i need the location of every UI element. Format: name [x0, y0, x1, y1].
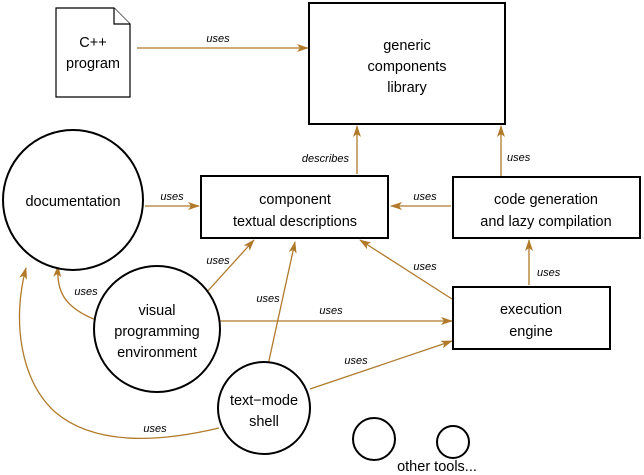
edge-codegen-to-library: uses — [497, 125, 531, 176]
node-line: component — [259, 192, 331, 208]
edge-shell-to-descriptions: uses — [256, 241, 297, 366]
node-line: programming — [114, 324, 199, 340]
edge-label: uses — [206, 255, 230, 267]
edge-label: describes — [302, 153, 350, 165]
visual-env-node: visual programming environment — [93, 265, 221, 393]
edge-visual-to-engine: uses — [218, 305, 453, 325]
edge-label: uses — [319, 305, 343, 317]
node-line: other tools... — [397, 459, 477, 475]
edge-label: uses — [206, 33, 230, 45]
edge-documentation-to-descriptions: uses — [145, 191, 200, 210]
descriptions-node: component textual descriptions — [200, 175, 389, 239]
node-line: environment — [117, 345, 197, 361]
document-corner-fold — [113, 8, 130, 25]
node-line: shell — [249, 414, 279, 430]
node-line: generic — [383, 38, 431, 54]
edge-label: uses — [256, 293, 280, 305]
node-line: execution — [500, 302, 562, 318]
edge-label: uses — [143, 423, 167, 435]
node-line: engine — [509, 324, 553, 340]
edge-shell-to-documentation: uses — [18, 267, 220, 439]
cpp-program-node: C++ program — [55, 7, 131, 98]
edge-label: uses — [413, 261, 437, 273]
node-line: visual — [138, 303, 175, 319]
edge-label: uses — [507, 152, 531, 164]
node-line: library — [387, 80, 427, 96]
node-line: textual descriptions — [233, 214, 357, 230]
edge-label: uses — [160, 191, 184, 203]
node-line: text−mode — [230, 393, 298, 409]
edge-descriptions-to-library: describes — [302, 125, 361, 174]
edge-engine-to-codegen: uses — [525, 239, 561, 285]
edge-label: uses — [413, 191, 437, 203]
node-line: documentation — [25, 194, 120, 210]
edge-visual-to-documentation: uses — [53, 265, 98, 321]
shell-node: text−mode shell — [217, 361, 311, 455]
edges-layer: uses describes uses uses uses uses — [18, 33, 561, 439]
edge-codegen-to-descriptions: uses — [390, 191, 451, 210]
node-line: and lazy compilation — [480, 214, 611, 230]
other-tools-node: other tools... — [352, 417, 477, 475]
edge-label: uses — [537, 267, 561, 279]
document-icon — [55, 7, 131, 98]
engine-node: execution engine — [452, 286, 611, 350]
edge-label: uses — [344, 355, 368, 367]
node-line: C++ — [79, 35, 106, 51]
other-tool-circle — [436, 425, 470, 459]
edge-cpp-to-library: uses — [137, 33, 309, 52]
node-line: program — [66, 56, 120, 72]
node-line: components — [368, 59, 447, 75]
node-line: code generation — [494, 192, 598, 208]
edge-label: uses — [74, 286, 98, 298]
other-tool-circle — [352, 417, 396, 461]
edge-visual-to-descriptions: uses — [205, 239, 255, 294]
library-node: generic components library — [308, 2, 506, 125]
edge-shell-to-engine: uses — [309, 340, 453, 390]
documentation-node: documentation — [2, 129, 144, 271]
edge-engine-to-descriptions: uses — [359, 239, 453, 300]
codegen-node: code generation and lazy compilation — [452, 176, 641, 239]
